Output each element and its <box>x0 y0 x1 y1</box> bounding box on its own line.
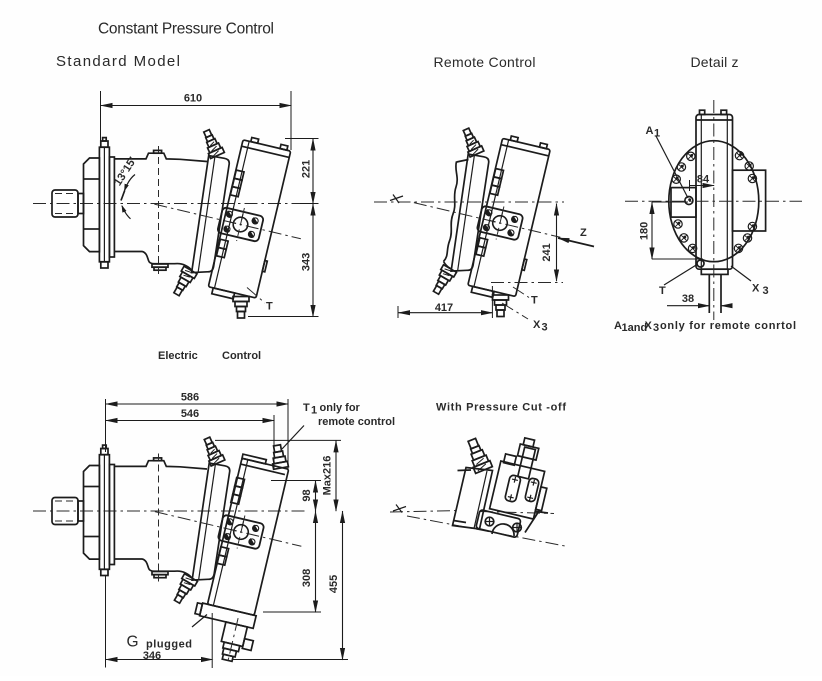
svg-text:Max216: Max216 <box>322 456 334 496</box>
svg-text:610: 610 <box>184 93 202 105</box>
svg-text:Standard Model: Standard Model <box>56 53 180 70</box>
svg-text:Z: Z <box>580 227 587 239</box>
svg-text:221: 221 <box>301 160 313 178</box>
svg-text:38: 38 <box>682 293 694 305</box>
svg-text:remote control: remote control <box>318 416 395 428</box>
svg-text:Electric: Electric <box>158 350 198 362</box>
svg-text:3: 3 <box>653 322 659 334</box>
svg-text:Constant Pressure Control: Constant Pressure Control <box>98 21 274 38</box>
svg-text:3: 3 <box>763 285 769 297</box>
svg-text:X: X <box>752 283 760 295</box>
svg-text:X: X <box>533 319 541 331</box>
svg-text:G: G <box>127 634 139 651</box>
svg-text:T: T <box>266 301 273 313</box>
svg-text:With Pressure Cut -off: With Pressure Cut -off <box>436 402 566 414</box>
svg-text:308: 308 <box>301 569 313 587</box>
svg-text:84: 84 <box>697 174 710 186</box>
svg-text:plugged: plugged <box>146 639 192 651</box>
svg-text:T: T <box>659 285 666 297</box>
svg-text:3: 3 <box>542 322 548 334</box>
svg-text:586: 586 <box>181 392 199 404</box>
svg-text:Control: Control <box>222 350 261 362</box>
svg-text:343: 343 <box>301 253 313 271</box>
svg-text:1: 1 <box>311 405 317 417</box>
svg-text:Remote Control: Remote Control <box>434 54 536 70</box>
svg-text:241: 241 <box>541 243 553 261</box>
svg-text:T: T <box>303 402 310 414</box>
svg-text:T: T <box>531 295 538 307</box>
svg-text:455: 455 <box>328 575 340 593</box>
svg-text:A: A <box>646 125 654 137</box>
svg-text:only for remote conrtol: only for remote conrtol <box>660 320 796 332</box>
svg-text:180: 180 <box>639 222 651 240</box>
svg-text:546: 546 <box>181 408 199 420</box>
svg-text:417: 417 <box>435 302 453 314</box>
svg-text:only for: only for <box>320 402 361 414</box>
svg-text:346: 346 <box>143 650 161 662</box>
svg-text:1: 1 <box>654 128 660 140</box>
svg-text:98: 98 <box>301 489 313 501</box>
svg-text:Detail z: Detail z <box>691 54 739 70</box>
svg-text:A: A <box>614 320 622 332</box>
svg-text:1and: 1and <box>622 322 648 334</box>
svg-text:X: X <box>645 320 653 332</box>
